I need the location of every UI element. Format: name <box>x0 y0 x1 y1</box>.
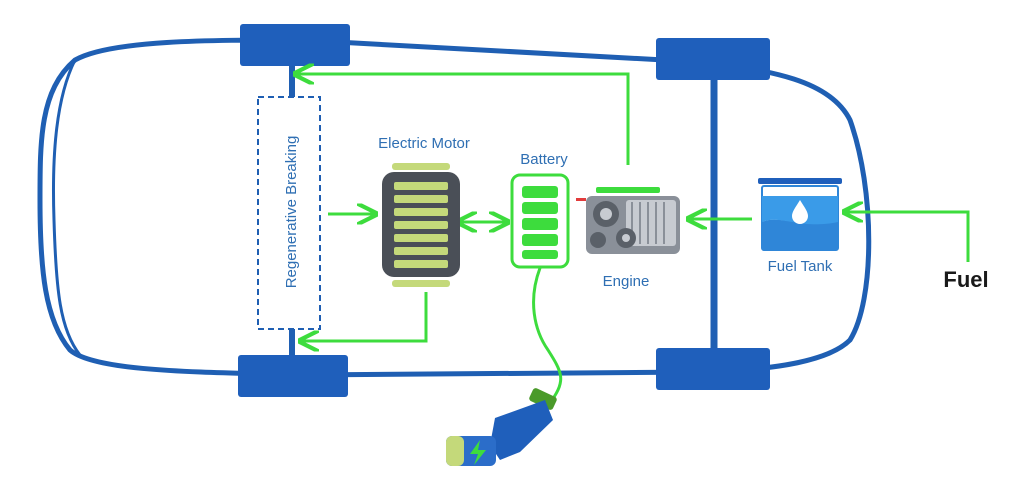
arrow-fuel-to-tank <box>846 212 970 262</box>
wheel-rear-top <box>656 38 770 80</box>
motor-coils <box>394 182 448 268</box>
motor-top-cap <box>392 163 450 170</box>
wheel-front-bottom <box>238 355 348 397</box>
charger-plug-icon <box>446 388 557 466</box>
fuel-label: Fuel <box>943 267 988 292</box>
car-body-inner-line <box>51 59 82 356</box>
motor-bottom-cap <box>392 280 450 287</box>
battery-cells <box>522 186 558 259</box>
drop-icon <box>792 200 808 224</box>
arrow-engine-to-front <box>297 74 630 165</box>
wheel-rear-bottom <box>656 348 770 390</box>
engine-icon <box>576 187 680 254</box>
fuel-tank-icon <box>758 178 842 251</box>
arrow-motor-to-front-bottom <box>302 292 428 341</box>
charging-cable <box>532 267 563 401</box>
lightning-icon <box>470 440 486 465</box>
regen-braking-box <box>257 96 321 330</box>
car-body-outline <box>37 37 872 378</box>
battery-label: Battery <box>520 151 568 168</box>
regen-braking-label: Regenerative Breaking <box>283 136 300 289</box>
motor-label: Electric Motor <box>378 135 470 152</box>
fuel-tank-label: Fuel Tank <box>768 258 833 275</box>
engine-label: Engine <box>603 273 650 290</box>
wheel-front-top <box>240 24 350 66</box>
